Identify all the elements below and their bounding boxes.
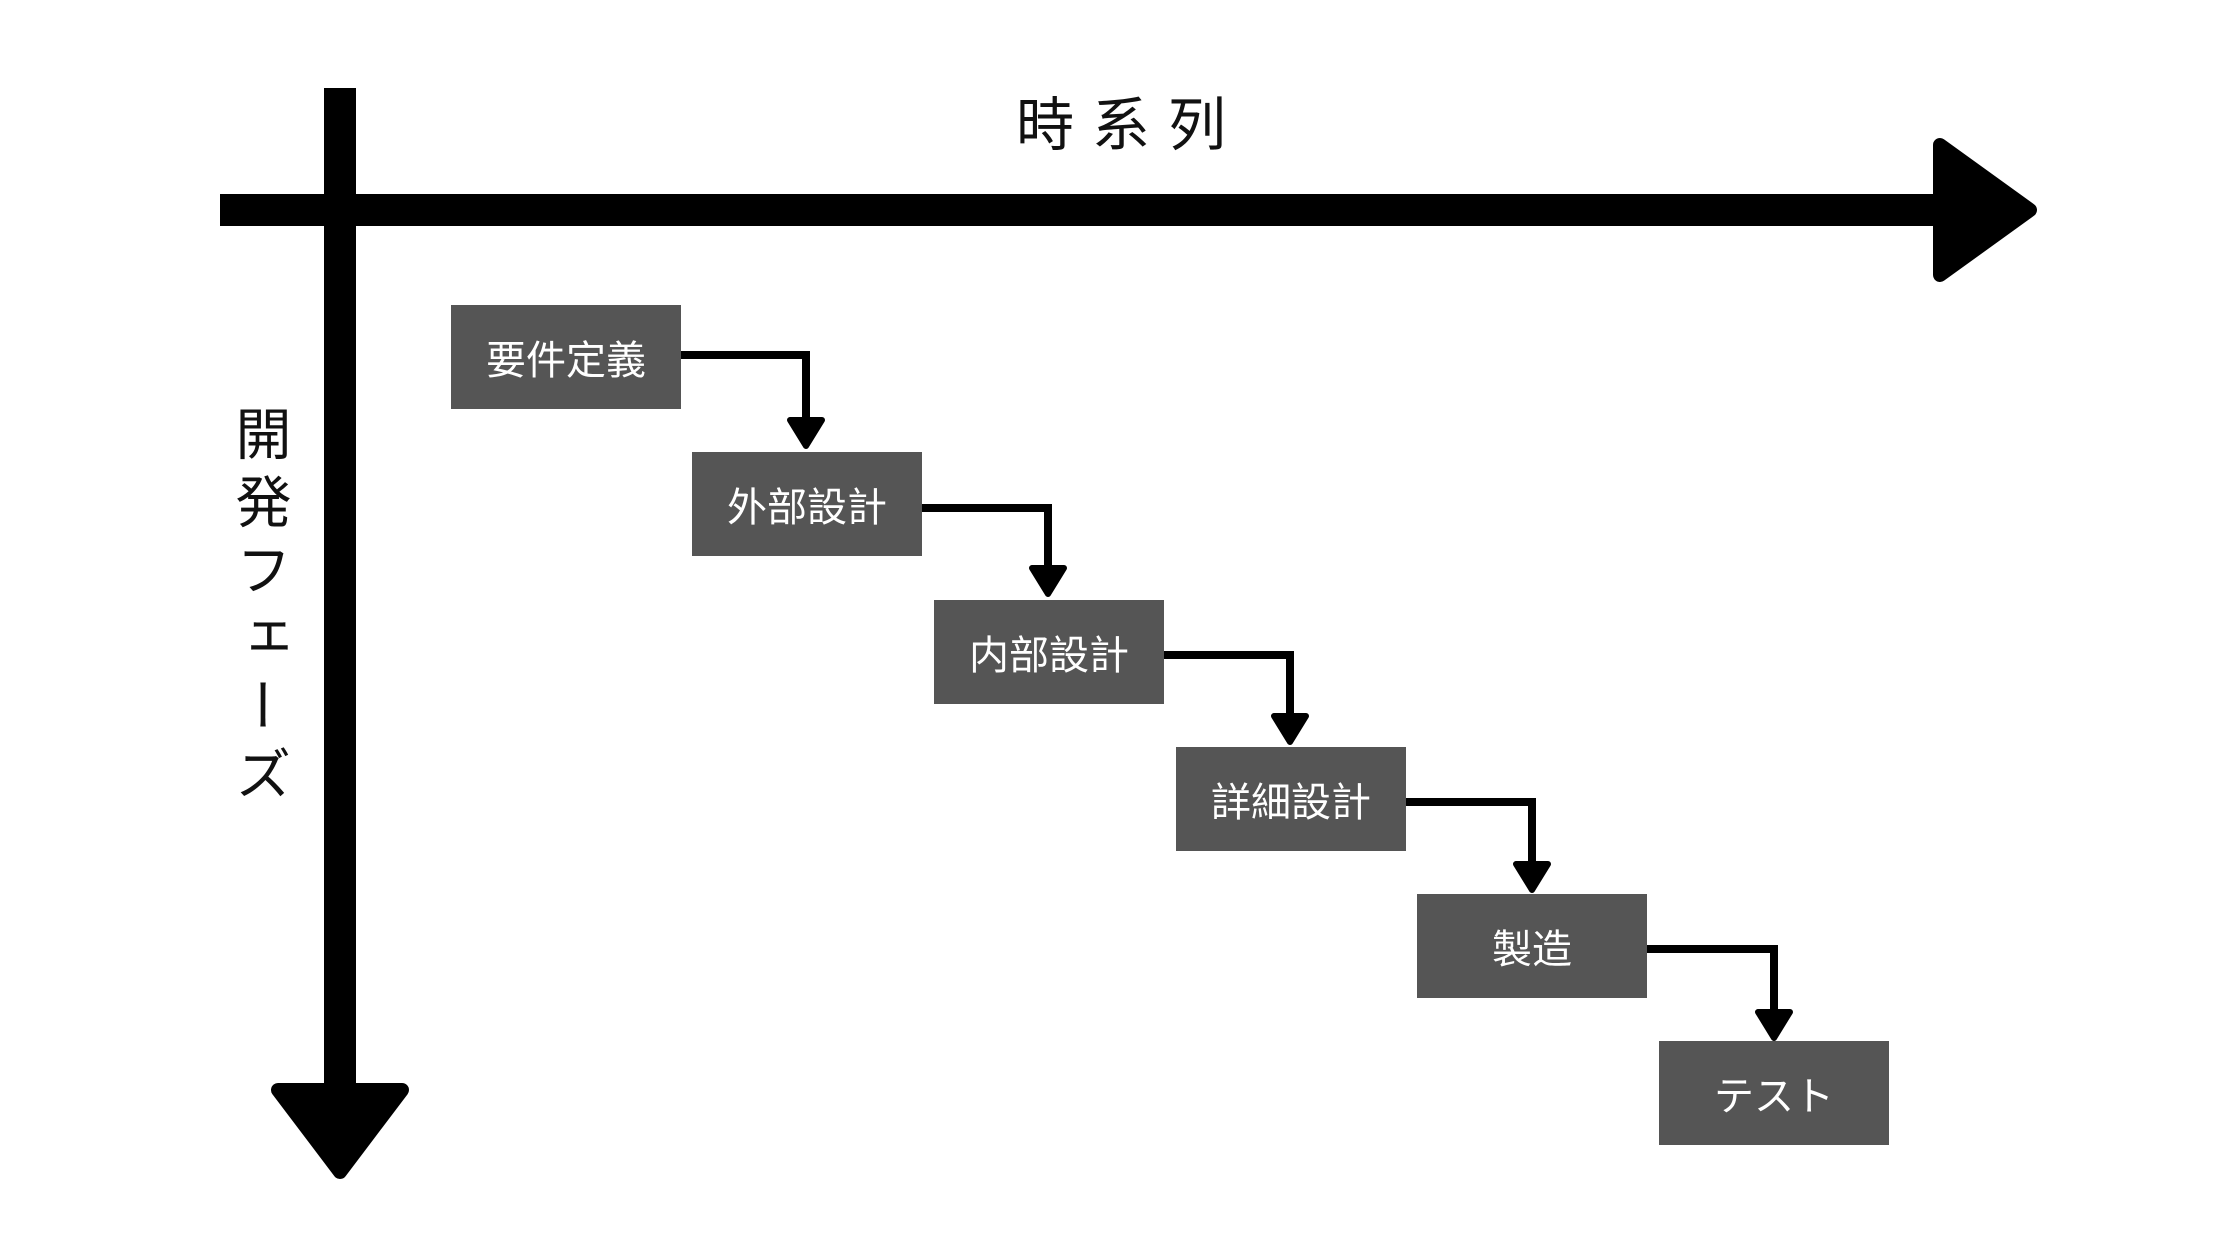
phase-box-detailed-design: 詳細設計 — [1176, 747, 1406, 851]
phase-axis-label: 開発フェーズ — [226, 405, 291, 813]
phase-axis — [271, 88, 409, 1179]
connector-4 — [1404, 798, 1536, 866]
connector-2-arrowhead — [1029, 565, 1067, 597]
time-axis-arrowhead — [1933, 138, 2037, 282]
connector-arrowheads — [787, 417, 1793, 1041]
connector-3 — [1163, 651, 1294, 718]
phase-box-external-design: 外部設計 — [692, 452, 922, 556]
connector-5-arrowhead — [1755, 1009, 1793, 1041]
connector-1-arrowhead — [787, 417, 825, 449]
phase-box-internal-design: 内部設計 — [934, 600, 1164, 704]
phase-box-requirements: 要件定義 — [451, 305, 681, 409]
phase-box-manufacturing: 製造 — [1417, 894, 1647, 998]
connector-5 — [1646, 945, 1778, 1014]
time-axis — [220, 138, 2037, 282]
phase-axis-line — [324, 88, 356, 1108]
connector-3-arrowhead — [1271, 713, 1309, 745]
time-axis-label: 時系列 — [1015, 91, 1244, 159]
phase-box-test: テスト — [1659, 1041, 1889, 1145]
connector-4-arrowhead — [1513, 861, 1551, 893]
phase-connectors — [678, 351, 1778, 1014]
phase-axis-arrowhead — [271, 1083, 409, 1179]
time-axis-line — [220, 194, 1970, 226]
connector-2 — [920, 504, 1052, 570]
connector-1 — [678, 351, 810, 422]
